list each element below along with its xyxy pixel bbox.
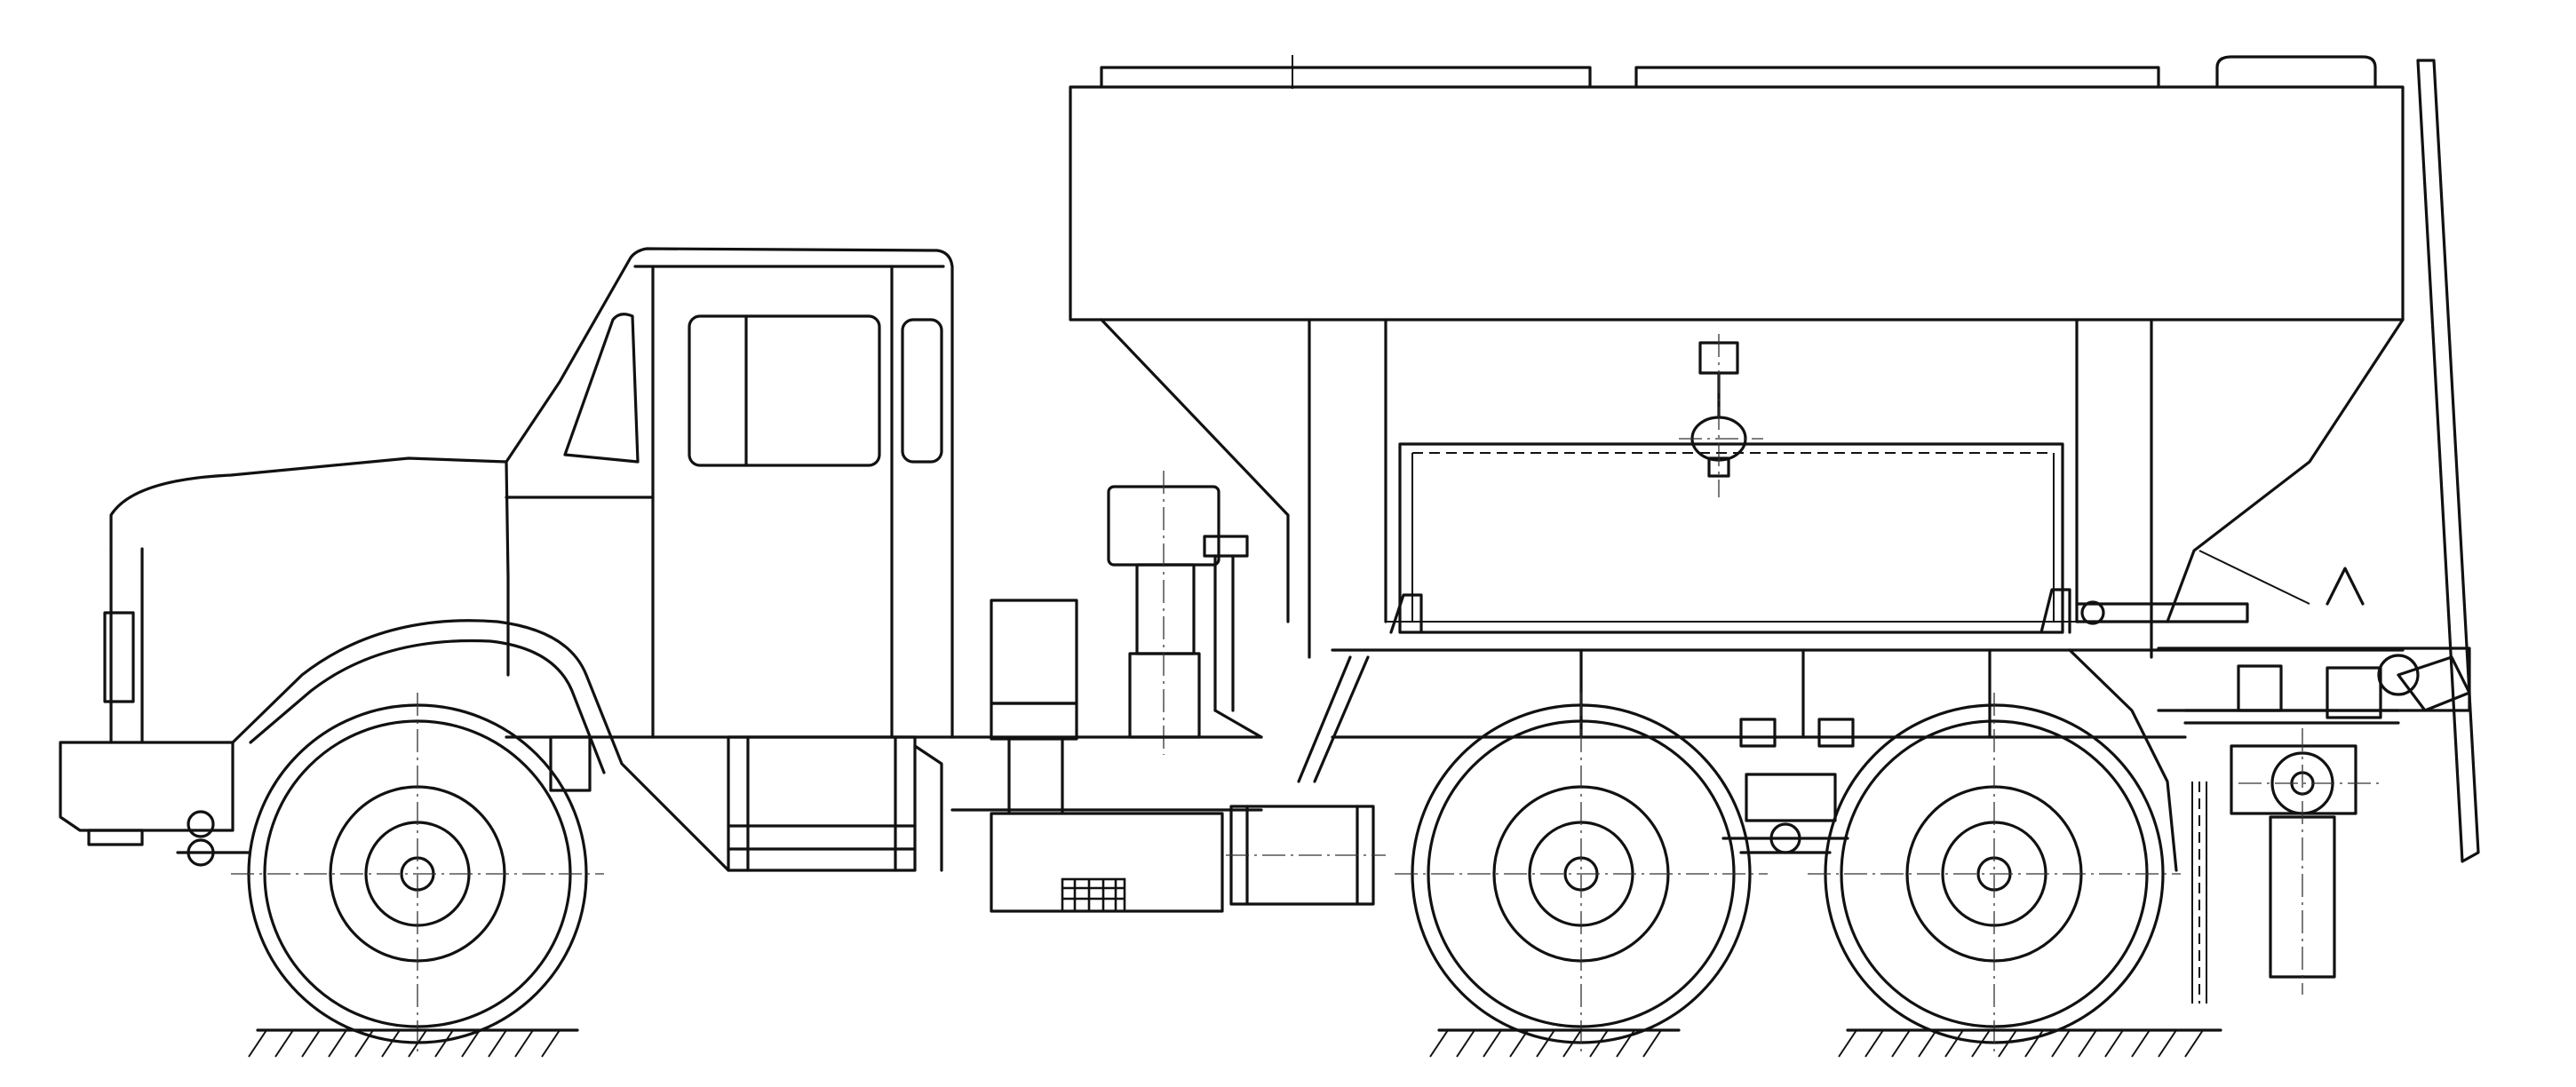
hopper-rear-chute	[2198, 550, 2310, 605]
tow-hook-icon	[176, 810, 250, 867]
chassis-frame	[1297, 59, 2480, 1004]
cab-bracket-left	[549, 735, 592, 792]
frame-front-strut	[1297, 655, 1370, 783]
hopper-lid-rear	[1634, 66, 2160, 87]
rear-cab-window	[901, 318, 943, 464]
tank-outlet-pipe	[2075, 602, 2249, 623]
bumper-step	[87, 829, 144, 846]
fuel-tank	[990, 812, 1224, 913]
rear-hydraulic	[2183, 567, 2471, 725]
hopper-lid-front	[1100, 66, 1592, 87]
hopper-upper-box	[1069, 85, 2405, 321]
ground-hatch-rear	[1838, 1028, 2222, 1058]
ground-hatch-middle	[1429, 1028, 1681, 1058]
rear-wheel	[1808, 693, 2181, 1057]
truck-cab	[59, 247, 954, 872]
hopper-body	[1069, 55, 2405, 659]
ground-hatch-front	[248, 1028, 579, 1058]
windshield	[563, 313, 640, 464]
frame-rear-strut	[2068, 648, 2178, 872]
hopper-handrail	[2215, 55, 2377, 87]
outlet-valve	[2080, 600, 2105, 625]
cab-shell	[505, 247, 954, 739]
front-fender-inner	[249, 639, 606, 774]
cab-rear-bracket	[913, 744, 943, 872]
rear-spreader	[2230, 728, 2381, 995]
radiator-grille	[103, 611, 135, 703]
hopper-front-funnel	[1100, 318, 1311, 659]
filler-valve-icon	[1679, 334, 1763, 497]
middle-wheel	[1395, 693, 1768, 1057]
cab-step-box	[727, 735, 917, 872]
water-tank	[1398, 442, 2064, 634]
hood	[109, 456, 510, 677]
control-box	[990, 599, 1078, 815]
tank-bracket-rear	[2039, 588, 2071, 634]
hopper-middle-funnel	[1384, 318, 2079, 623]
drag-chain-links	[2191, 782, 2207, 1004]
hopper-rear-funnel	[2150, 318, 2405, 659]
rear-bogie	[1721, 718, 1855, 854]
middle-equipment	[950, 471, 1386, 913]
front-bumper	[59, 741, 235, 832]
rear-tailgate-bar	[2416, 59, 2480, 863]
air-tank	[1226, 805, 1386, 906]
front-wheel	[231, 693, 604, 1057]
water-tank-level	[1412, 452, 2054, 623]
pump-unit	[1107, 471, 1263, 755]
rear-platform	[2157, 647, 2471, 712]
front-fender	[231, 619, 730, 872]
door-window	[688, 314, 881, 467]
hood-front-edge	[109, 547, 144, 744]
tank-bracket-front	[1389, 593, 1423, 634]
